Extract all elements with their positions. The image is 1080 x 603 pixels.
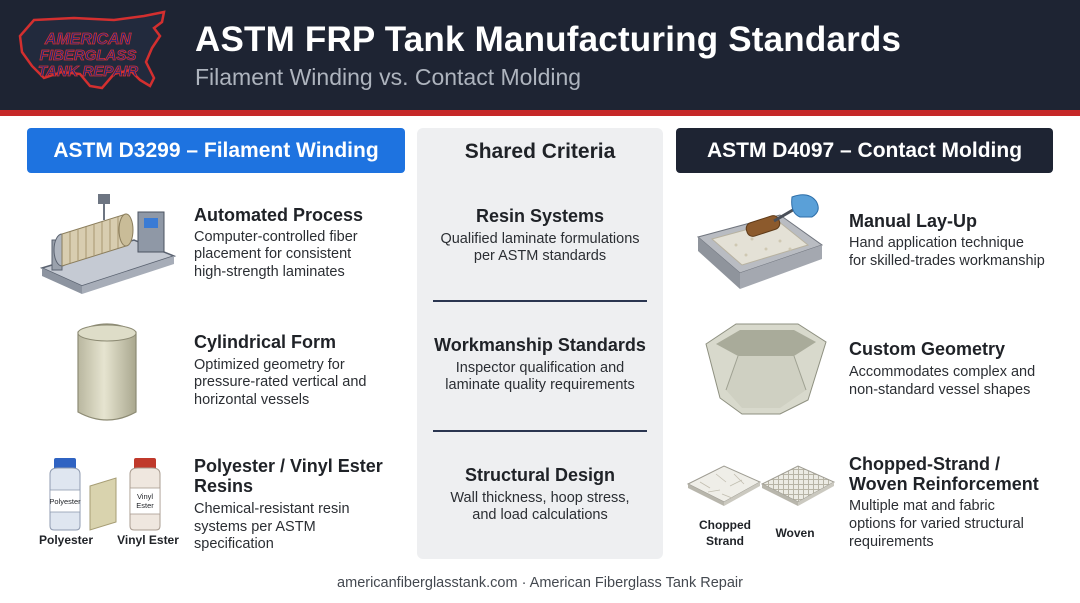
item-desc-line: options for varied structural bbox=[849, 516, 1024, 532]
filament-winding-machine-icon bbox=[39, 194, 177, 294]
item-desc-line: systems per ASTM bbox=[194, 519, 316, 535]
filament-winding-heading: ASTM D3299 – Filament Winding bbox=[27, 128, 405, 173]
criteria-desc-line: Qualified laminate formulations bbox=[440, 231, 640, 247]
hand-roller-layup-icon bbox=[696, 194, 824, 289]
item-desc-line: pressure-rated vertical and bbox=[194, 374, 367, 390]
bottle-label-vinyl: Vinyl bbox=[137, 492, 153, 501]
criteria-desc-line: Wall thickness, hoop stress, bbox=[450, 490, 630, 506]
header-accent-rule bbox=[0, 110, 1080, 116]
criteria-title: Structural Design bbox=[464, 465, 616, 485]
item-desc-line: Computer-controlled fiber bbox=[194, 229, 358, 245]
shared-criteria-panel: Shared Criteria Resin Systems Qualified … bbox=[417, 128, 663, 559]
icon-label-chopped-strand-line: Strand bbox=[705, 534, 744, 548]
logo-text-line: AMERICAN bbox=[44, 31, 132, 48]
criteria-desc-line: per ASTM standards bbox=[473, 248, 607, 264]
item-desc-line: Hand application technique bbox=[849, 235, 1024, 251]
header-banner bbox=[0, 0, 1080, 110]
usa-map-logo-icon: AMERICAN FIBERGLASS TANK REPAIR bbox=[18, 10, 166, 90]
logo-text-line: FIBERGLASS bbox=[40, 47, 137, 64]
item-desc-line: Accommodates complex and bbox=[849, 364, 1036, 380]
custom-vessel-icon bbox=[705, 323, 827, 415]
criteria-item-workmanship: Workmanship Standards Inspector qualific… bbox=[417, 335, 663, 394]
shared-criteria-heading: Shared Criteria bbox=[464, 140, 616, 163]
item-desc-line: specification bbox=[194, 536, 274, 552]
logo-text-line: TANK REPAIR bbox=[38, 63, 138, 80]
criteria-item-structural-design: Structural Design Wall thickness, hoop s… bbox=[417, 465, 663, 524]
icon-label-chopped-strand-line: Chopped bbox=[699, 518, 751, 532]
item-title-reinforcement-line: Chopped-Strand / bbox=[849, 454, 1000, 474]
fiber-mat-samples-icon bbox=[686, 465, 836, 506]
item-desc-line: for skilled-trades workmanship bbox=[849, 253, 1045, 269]
icon-label-vinyl-ester: Vinyl Ester bbox=[117, 533, 179, 547]
icon-label-polyester: Polyester bbox=[38, 533, 94, 547]
item-title-reinforcement-line: Woven Reinforcement bbox=[849, 474, 1039, 494]
contact-molding-heading: ASTM D4097 – Contact Molding bbox=[676, 128, 1053, 173]
item-desc-line: Multiple mat and fabric bbox=[849, 498, 995, 514]
criteria-item-resin-systems: Resin Systems Qualified laminate formula… bbox=[417, 206, 663, 265]
criteria-title: Resin Systems bbox=[475, 206, 605, 226]
item-desc-line: non-standard vessel shapes bbox=[849, 382, 1031, 398]
item-title-resins-line: Resins bbox=[194, 476, 254, 496]
footer-credit: americanfiberglasstank.com · American Fi… bbox=[337, 575, 743, 591]
bottle-label-polyester: Polyester bbox=[49, 497, 81, 506]
criteria-desc-line: Inspector qualification and bbox=[455, 360, 625, 376]
icon-label-woven: Woven bbox=[775, 526, 815, 540]
item-title-automated-process: Automated Process bbox=[194, 205, 364, 225]
item-desc-line: requirements bbox=[849, 534, 934, 550]
item-desc-line: placement for consistent bbox=[194, 246, 352, 262]
criteria-divider bbox=[433, 300, 647, 302]
criteria-divider bbox=[433, 430, 647, 432]
item-desc-line: Optimized geometry for bbox=[194, 357, 345, 373]
item-title-resins-line: Polyester / Vinyl Ester bbox=[194, 456, 383, 476]
item-desc-line: horizontal vessels bbox=[194, 392, 310, 408]
item-title-custom-geometry: Custom Geometry bbox=[849, 339, 1006, 359]
resin-bottles-icon: Polyester Vinyl Ester bbox=[49, 458, 161, 531]
item-title-manual-lay-up: Manual Lay-Up bbox=[849, 211, 978, 231]
page-subtitle: Filament Winding vs. Contact Molding bbox=[195, 64, 582, 90]
bottle-label-ester: Ester bbox=[136, 501, 154, 510]
cylindrical-tank-icon bbox=[77, 323, 137, 421]
criteria-desc-line: and load calculations bbox=[472, 507, 608, 523]
item-title-cylindrical-form: Cylindrical Form bbox=[194, 332, 337, 352]
criteria-title: Workmanship Standards bbox=[434, 335, 646, 355]
criteria-desc-line: laminate quality requirements bbox=[445, 377, 635, 393]
item-desc-line: high-strength laminates bbox=[194, 264, 345, 280]
item-desc-line: Chemical-resistant resin bbox=[194, 501, 350, 517]
page-title: ASTM FRP Tank Manufacturing Standards bbox=[195, 20, 902, 59]
